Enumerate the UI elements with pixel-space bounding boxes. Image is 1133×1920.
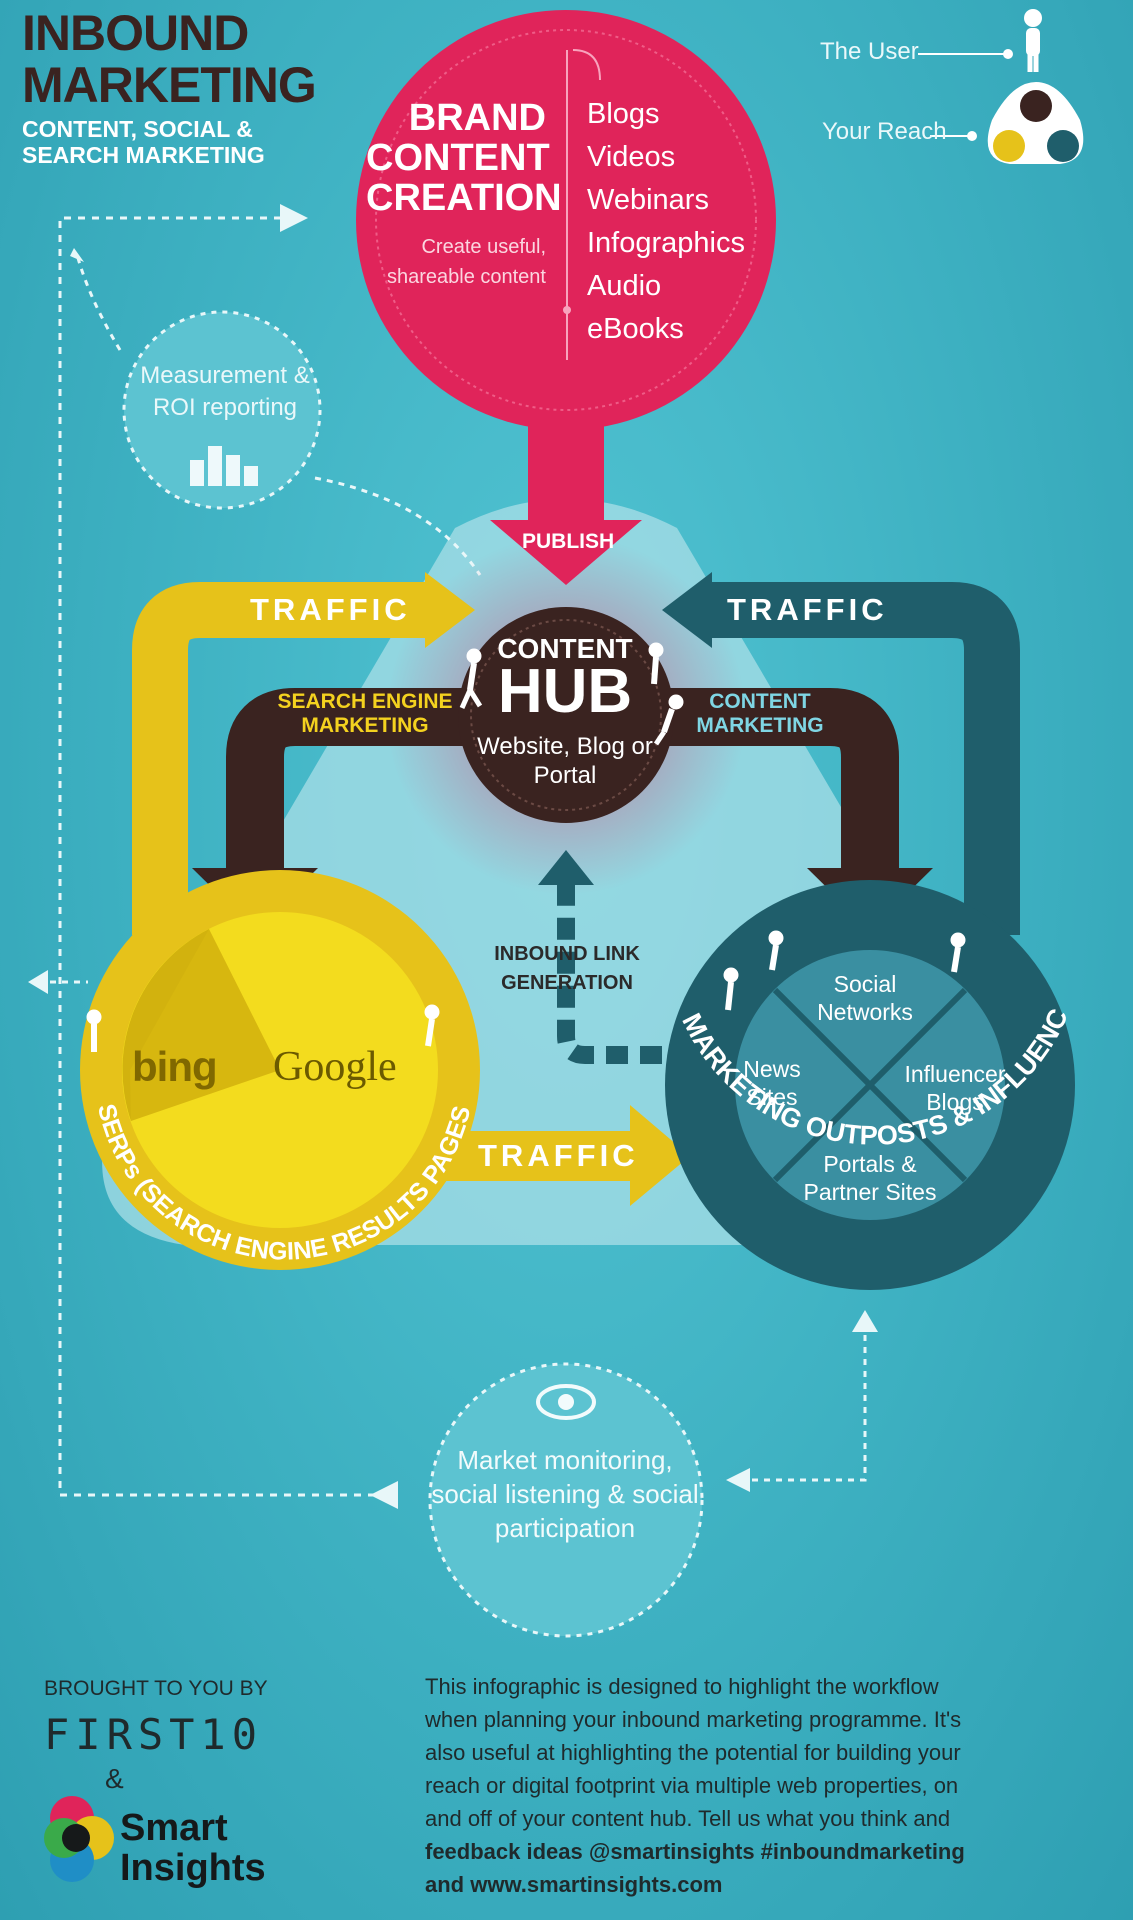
arrow-to-brand: [280, 204, 308, 232]
user-icon: [1024, 9, 1042, 72]
bing-logo: bing: [132, 1043, 218, 1090]
subtitle-line-1: CONTENT, SOCIAL &: [22, 116, 253, 142]
traffic-label-bottom: TRAFFIC: [478, 1138, 639, 1173]
google-logo: Google: [273, 1044, 397, 1090]
legend-user-label: The User: [820, 38, 919, 65]
hub-pre-label: CONTENT: [497, 633, 633, 664]
hub-main-label: HUB: [497, 657, 633, 726]
description-line: also useful at highlighting the potentia…: [425, 1740, 961, 1765]
monitoring-label: Market monitoring, social listening & so…: [431, 1445, 699, 1543]
title-line-2: MARKETING: [22, 57, 317, 113]
segment-influencer-blogs: Influencer Blogs: [904, 1061, 1006, 1115]
traffic-label-right: TRAFFIC: [727, 592, 888, 627]
measurement-label: Measurement & ROI reporting: [140, 362, 310, 421]
content-marketing-arrow: [660, 688, 899, 870]
traffic-arrow-bottom: [440, 1131, 640, 1181]
arrow-to-monitor: [370, 1481, 398, 1509]
description-line: and www.smartinsights.com: [425, 1872, 723, 1897]
inbound-link-arrow: [557, 882, 730, 1064]
description-line: when planning your inbound marketing pro…: [425, 1707, 962, 1732]
inbound-link-label: INBOUND LINK GENERATION: [494, 943, 640, 994]
smart-insights-word-1: Smart: [120, 1807, 228, 1849]
channel-ebooks: eBooks: [587, 313, 684, 345]
content-marketing-label: CONTENT MARKETING: [696, 690, 824, 737]
eye-icon: [536, 1384, 596, 1420]
publish-shaft: [528, 420, 604, 520]
segment-portals-partner-sites: Portals & Partner Sites: [803, 1151, 937, 1205]
description-text: This infographic is designed to highligh…: [425, 1670, 1105, 1901]
segment-social-networks: Social Networks: [817, 971, 913, 1025]
channel-blogs: Blogs: [587, 98, 660, 130]
subtitle-line-2: SEARCH MARKETING: [22, 142, 265, 168]
publish-label: PUBLISH: [522, 530, 615, 553]
channel-webinars: Webinars: [587, 184, 709, 216]
user-figure: [86, 642, 966, 1052]
reach-icon: [987, 82, 1084, 164]
search-engine-marketing-label: SEARCH ENGINE MARKETING: [277, 690, 453, 737]
brand-content-subtitle: Create useful, shareable content: [386, 236, 546, 288]
segment-news-sites: News Sites: [743, 1056, 801, 1110]
description-line: reach or digital footprint via multiple …: [425, 1773, 959, 1798]
brought-to-you-label: BROUGHT TO YOU BY: [44, 1677, 268, 1700]
channel-infographics: Infographics: [587, 227, 745, 259]
first10-logo: FIRST10: [44, 1710, 264, 1759]
smart-insights-logo: [44, 1796, 114, 1882]
bar-chart-icon: [190, 446, 258, 486]
channel-videos: Videos: [587, 141, 676, 173]
description-line: feedback ideas @smartinsights #inboundma…: [425, 1839, 965, 1864]
smart-insights-word-2: Insights: [120, 1847, 266, 1889]
traffic-arrow-left: [132, 582, 430, 935]
arrow-from-serps: [28, 970, 48, 994]
legend-reach-label: Your Reach: [822, 118, 947, 145]
traffic-arrow-right: [705, 582, 1020, 935]
measurement-circle: [122, 310, 322, 510]
sponsor-ampersand: &: [105, 1763, 124, 1794]
description-line: This infographic is designed to highligh…: [425, 1674, 939, 1699]
brand-content-title: BRAND CONTENT CREATION: [366, 97, 562, 219]
channel-audio: Audio: [587, 270, 662, 302]
description-line: and off of your content hub. Tell us wha…: [425, 1806, 951, 1831]
feedback-loop-left: [58, 216, 385, 1497]
traffic-label-left: TRAFFIC: [250, 592, 411, 627]
content-hub-circle: [458, 607, 674, 823]
title-line-1: INBOUND: [22, 5, 249, 61]
sem-arrow: [226, 688, 470, 870]
bing-slice: [122, 929, 281, 1121]
hub-sub-label: Website, Blog or Portal: [477, 733, 653, 789]
monitoring-circle: [428, 1362, 704, 1638]
